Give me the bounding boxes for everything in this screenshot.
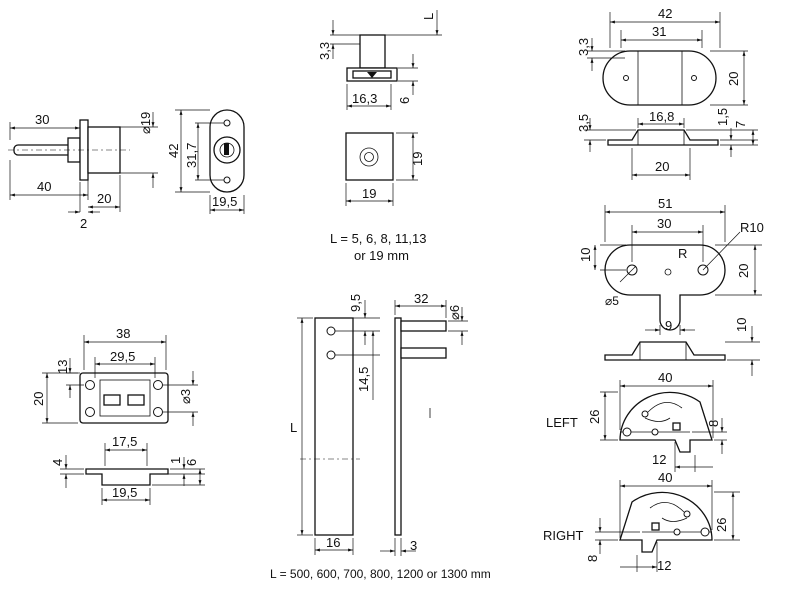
lock-front-view: 42 31,7 19,5 [166,109,245,214]
dim-10-side: 10 [734,318,749,332]
dim-42-lock: 42 [166,144,181,158]
dim-R: R [678,246,687,261]
dim-20-lock: 20 [97,191,111,206]
dim-3-5: 3,5 [576,114,591,132]
dim-8-left: 8 [706,420,721,427]
dim-40: 40 [37,179,51,194]
dim-32: 32 [414,291,428,306]
dim-16-3: 16,3 [352,91,377,106]
dim-7: 7 [733,121,748,128]
dim-12-left: 12 [652,452,666,467]
oval-plate-top: 42 31 3,3 20 [576,6,748,106]
dim-20-plate: 20 [726,72,741,86]
dim-20-slot: 20 [736,264,751,278]
dim-26-right: 26 [714,518,729,532]
dim-19-key-h: 19 [410,152,425,166]
dim-31-7: 31,7 [184,143,199,168]
dim-19-5-strike: 19,5 [112,485,137,500]
lock-side-view: 30 40 20 2 ⌀19 [8,112,158,231]
dim-3-3-plate: 3,3 [576,38,591,56]
dim-dia5: ⌀5 [605,294,619,308]
dim-9: 9 [665,318,672,333]
dim-16-8: 16,8 [649,109,674,124]
dim-6-strike: 6 [184,459,199,466]
dim-19-5-lock: 19,5 [212,194,237,209]
dim-20-strike: 20 [31,392,46,406]
dim-9-5: 9,5 [348,294,363,312]
dim-17-5: 17,5 [112,434,137,449]
dim-51: 51 [658,196,672,211]
slotted-plate-side: 10 [604,318,760,376]
dim-40-left: 40 [658,370,672,385]
dim-1-5: 1,5 [715,108,730,126]
dim-6-key: 6 [397,97,412,104]
note-key-lengths-2: or 19 mm [354,248,409,263]
dim-19-key-w: 19 [362,186,376,201]
note-key-lengths: L = 5, 6, 8, 11,13 [330,231,427,246]
dim-26-left: 26 [587,410,602,424]
dim-3: 3 [410,538,417,553]
strike-plate-front: 38 29,5 13 20 ⌀3 [31,326,198,426]
dim-L-key: L [421,13,436,20]
key-part-front: 19 19 [345,132,425,206]
dim-13: 13 [55,360,70,374]
dim-L-rod: L [290,420,297,435]
label-right: RIGHT [543,528,584,543]
dim-4: 4 [50,459,65,466]
dim-dia19: ⌀19 [138,112,153,134]
dim-R10: R10 [740,220,764,235]
dim-31-plate: 31 [652,24,666,39]
dim-dia3: ⌀3 [178,389,193,404]
rod-side: 32 ⌀6 3 [380,291,468,556]
left-variant: 40 26 8 12 LEFT [546,370,727,472]
key-part-side: 3,3 16,3 6 L [317,10,442,110]
dim-8-right: 8 [585,555,600,562]
dim-40-right: 40 [658,470,672,485]
oval-plate-side: 16,8 3,5 1,5 7 20 [576,108,758,180]
slotted-plate-top: 51 30 R10 R 10 20 ⌀5 9 [578,196,764,335]
long-rod: L 9,5 14,5 16 [290,294,380,555]
strike-plate-side: 17,5 4 1 6 19,5 [50,434,205,505]
dim-3-3-key: 3,3 [317,42,332,60]
dim-14-5: 14,5 [356,367,371,392]
dim-42-plate: 42 [658,6,672,21]
label-left: LEFT [546,415,578,430]
dim-38: 38 [116,326,130,341]
dim-30-slot: 30 [657,216,671,231]
dim-2: 2 [80,216,87,231]
dim-dia6: ⌀6 [447,305,462,320]
dim-29-5: 29,5 [110,349,135,364]
right-variant: 40 26 8 12 RIGHT [543,470,740,573]
dim-1: 1 [168,457,183,464]
dim-10-slot: 10 [578,248,593,262]
dim-16: 16 [326,535,340,550]
dim-20-side: 20 [655,159,669,174]
dim-12-right: 12 [657,558,671,573]
dim-30: 30 [35,112,49,127]
note-rod-lengths: L = 500, 600, 700, 800, 1200 or 1300 mm [270,567,491,581]
